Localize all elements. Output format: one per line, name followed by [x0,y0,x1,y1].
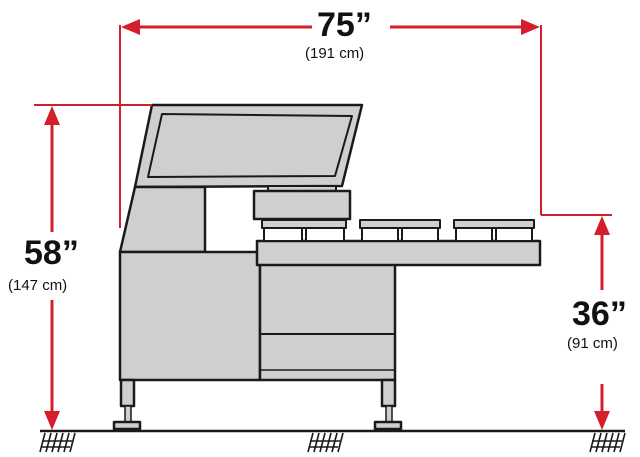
press-plate [252,189,352,221]
floor-hatch-right [589,432,626,453]
leg-right [373,378,403,431]
height-imperial-label: 58” [24,234,79,272]
height-dimension [34,104,152,430]
width-metric-label: (191 cm) [305,45,365,62]
upright-support [118,185,207,254]
conveyor-bed [255,239,542,267]
table-height-imperial-label: 36” [572,295,627,333]
table-height-metric-label: (91 cm) [567,335,618,352]
width-imperial-label: 75” [317,6,372,44]
leg-left [112,378,142,431]
cabinet-right [258,258,397,382]
floor-hatch-middle [307,432,344,453]
width-arrow-right [521,19,540,35]
width-arrow-left [121,19,140,35]
height-metric-label: (147 cm) [8,277,68,294]
tray-group-1 [261,219,347,242]
table-height-dimension [541,214,612,430]
lid-inner-frame [147,113,353,178]
height-arrow-top [44,106,60,125]
floor [39,429,626,453]
tray-group-2 [359,219,441,242]
cabinet-left [118,250,262,382]
machine-illustration [112,103,542,431]
tray-group-3 [453,219,535,242]
width-dimension [119,19,542,228]
height-arrow-bottom [44,411,60,430]
floor-hatch-left [39,432,76,453]
dimension-lines [34,19,612,430]
machine-lid [133,103,364,189]
table-height-arrow-top [594,216,610,235]
table-height-arrow-bottom [594,411,610,430]
